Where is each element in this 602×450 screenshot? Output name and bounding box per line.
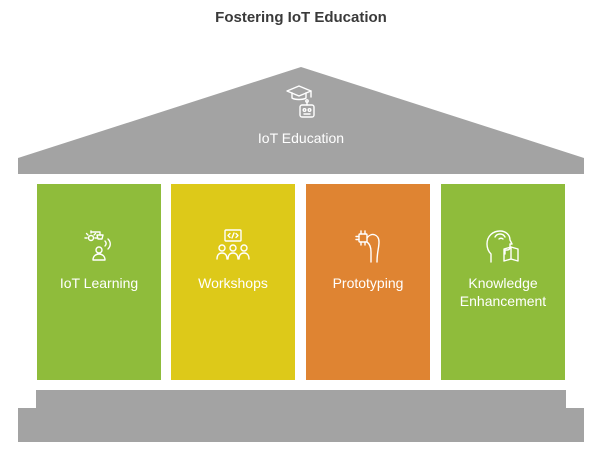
roof-shape: [18, 67, 584, 174]
reading-head-icon: [486, 228, 520, 269]
base-step: [36, 390, 566, 408]
pillar-label: IoT Learning: [59, 275, 139, 291]
roof-label: IoT Education: [257, 130, 345, 146]
diagram-title: Fostering IoT Education: [215, 9, 387, 26]
pillar-iot-learning: IoT Learning: [37, 184, 161, 380]
graduation-robot-icon: [283, 84, 319, 129]
pillar-label: Knowledge Enhancement: [459, 275, 547, 309]
base-foundation: [18, 408, 584, 442]
roof: [18, 67, 584, 174]
pillar-knowledge-enhancement: Knowledge Enhancement: [441, 184, 565, 380]
pillar-prototyping: Prototyping: [306, 184, 430, 380]
pillar-label: Workshops: [198, 275, 268, 291]
code-group-icon: [216, 228, 250, 267]
hand-chip-icon: [352, 228, 384, 269]
pillar-workshops: Workshops: [171, 184, 295, 380]
pillar-label: Prototyping: [332, 275, 404, 291]
lamp-person-icon: [84, 228, 114, 267]
